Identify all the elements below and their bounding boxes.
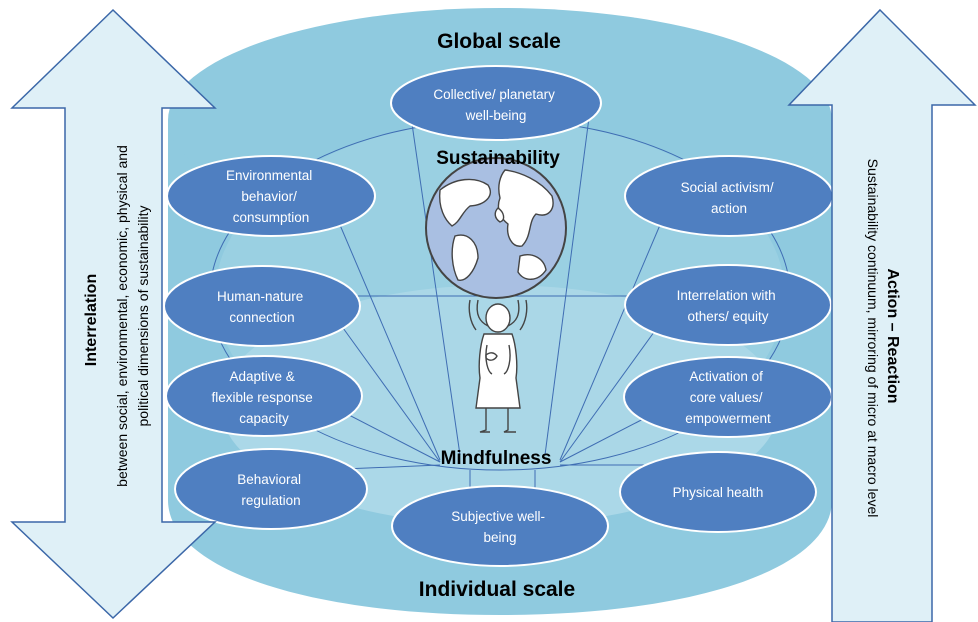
- node-ellipses: [163, 65, 834, 567]
- node-subjective: [391, 485, 609, 567]
- node-behavioral-label: Behavioral regulation: [237, 472, 305, 508]
- left-arrow-title: Interrelation: [83, 274, 100, 366]
- right-up-arrow: Sustainability continuum, mirroring of m…: [787, 8, 977, 622]
- node-subjective-label: Subjective well- being: [451, 509, 549, 545]
- left-arrow-line1: between social, environmental, economic,…: [114, 145, 130, 487]
- node-labels: Collective/ planetary well-being Environ…: [211, 87, 780, 545]
- global-scale-title: Global scale: [437, 30, 561, 53]
- mindfulness-label: Mindfulness: [441, 448, 552, 469]
- globe: [425, 157, 567, 299]
- individual-scale-title: Individual scale: [419, 578, 575, 601]
- right-arrow-line1: Sustainability continuum, mirroring of m…: [865, 159, 881, 518]
- node-collective: [390, 65, 602, 141]
- right-arrow-title: Action – Reaction: [884, 268, 901, 403]
- person-figure: [468, 299, 528, 433]
- node-social-activism-label: Social activism/ action: [681, 180, 778, 216]
- node-human-nature: [163, 265, 361, 347]
- line-mind-social: [559, 224, 661, 461]
- node-environmental-label: Environmental behavior/ consumption: [226, 168, 316, 225]
- node-physical: [619, 451, 817, 533]
- node-environmental: [166, 155, 376, 237]
- sustainability-label: Sustainability: [436, 148, 560, 169]
- line-mind-environmental: [339, 224, 441, 461]
- node-human-nature-label: Human-nature connection: [217, 289, 307, 325]
- line-mind-collective-l: [409, 109, 461, 456]
- globe-continents: [438, 169, 554, 281]
- left-arrow-line2: political dimensions of sustainability: [135, 206, 151, 427]
- globe-carrier-icon: [425, 157, 567, 433]
- left-double-arrow: Interrelation between social, environmen…: [10, 8, 217, 620]
- line-mind-collective-r: [544, 109, 591, 456]
- node-adaptive: [165, 355, 363, 437]
- right-arrow-shape: [787, 8, 977, 622]
- node-behavioral: [174, 448, 368, 530]
- node-activation-label: Activation of core values/ empowerment: [685, 369, 771, 426]
- line-mind-human: [329, 309, 441, 463]
- node-physical-label: Physical health: [673, 485, 764, 500]
- left-arrow-shape: [10, 8, 217, 620]
- node-social-activism: [624, 155, 834, 237]
- node-adaptive-label: Adaptive & flexible response capacity: [211, 369, 316, 426]
- node-interrelation-label: Interrelation with others/ equity: [677, 288, 780, 324]
- node-collective-label: Collective/ planetary well-being: [433, 87, 558, 123]
- line-mind-interrelation: [559, 309, 671, 463]
- node-interrelation: [624, 264, 832, 346]
